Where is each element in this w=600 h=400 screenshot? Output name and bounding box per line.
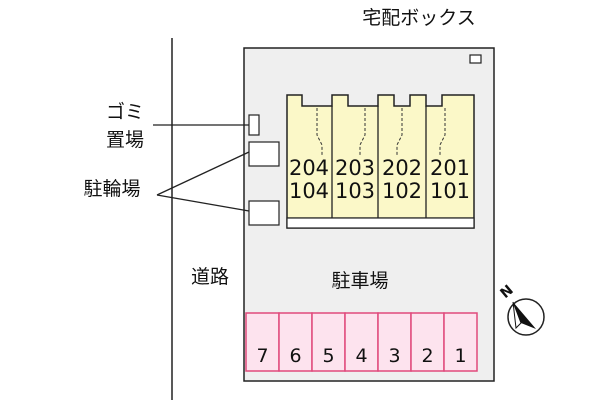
unit-number-upper: 202 [382,156,422,180]
unit-number-lower: 101 [430,179,470,203]
delivery-box-label: 宅配ボックス [362,7,475,29]
car-parking-label: 駐車場 [331,270,388,292]
parking-slot-number: 7 [256,345,268,367]
compass-needle-icon [513,302,536,329]
delivery-box-marker [469,54,482,64]
garbage-label-line1: ゴミ [106,101,144,123]
parking-slot-number: 5 [322,345,334,367]
stair-line [316,108,323,156]
parking-slot-number: 6 [289,345,301,367]
bicycle-parking-area-1 [248,141,280,167]
building-outline [286,94,475,229]
parking-slot [443,312,478,372]
bicycle-leader-line-2 [156,194,250,212]
parking-slot-number: 4 [355,345,367,367]
unit-number-lower: 103 [335,179,375,203]
garbage-area-marker [248,114,260,136]
stair-line [359,108,366,156]
garbage-label-line2: 置場 [106,129,144,151]
unit-number-lower: 104 [289,179,329,203]
parking-slot [410,312,445,372]
balcony-strip [286,217,475,229]
stair-line [396,108,403,156]
parking-slot [344,312,379,372]
parking-slot [278,312,313,372]
parking-slot-number: 3 [388,345,400,367]
north-label: N [497,282,516,302]
parking-slot [245,312,280,372]
unit-number-upper: 204 [289,156,329,180]
bicycle-parking-area-2 [248,200,280,226]
stair-line [439,108,446,156]
road-label: 道路 [191,266,229,288]
north-compass: N [497,282,545,336]
unit-number-upper: 201 [430,156,470,180]
bicycle-parking-label: 駐輪場 [83,178,140,200]
unit-number-upper: 203 [335,156,375,180]
unit-number-lower: 102 [382,179,422,203]
parking-slot [377,312,412,372]
parking-slot-number: 2 [421,345,433,367]
compass-needle-half [512,301,522,330]
bicycle-leader-line-1 [156,151,250,196]
parking-slot-number: 1 [454,345,466,367]
